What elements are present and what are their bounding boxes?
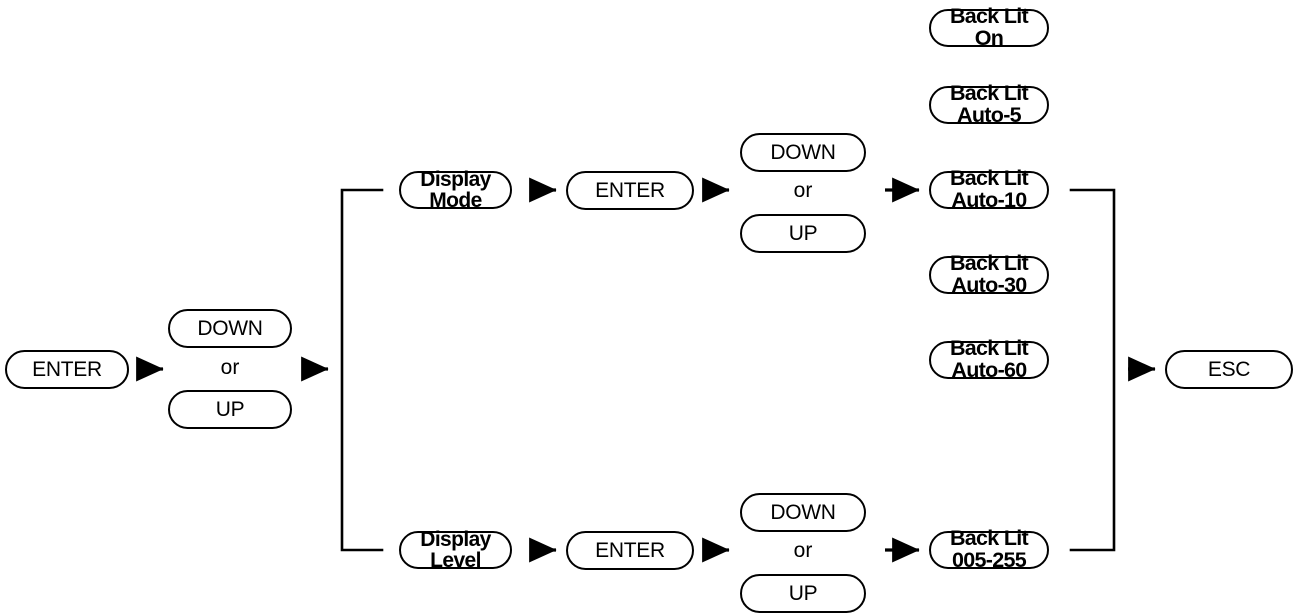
node-start-enter[interactable]: ENTER bbox=[5, 350, 129, 389]
node-nav1-up[interactable]: UP bbox=[168, 390, 292, 429]
node-display-mode[interactable]: Display Mode bbox=[399, 167, 512, 212]
node-label-line1: Back Lit bbox=[949, 81, 1029, 106]
node-label: UP bbox=[788, 221, 818, 245]
node-label-line1: Back Lit bbox=[949, 251, 1029, 276]
node-label: Back Lit 005-255 bbox=[949, 526, 1029, 572]
node-label: Back Lit Auto-5 bbox=[949, 81, 1029, 127]
node-mode-enter[interactable]: ENTER bbox=[566, 171, 694, 210]
node-label-line1: Display bbox=[420, 527, 491, 551]
node-backlit-auto-10[interactable]: Back Lit Auto-10 bbox=[929, 166, 1049, 212]
node-backlit-on[interactable]: Back Lit On bbox=[929, 4, 1049, 50]
node-nav3-up[interactable]: UP bbox=[740, 574, 866, 613]
node-label-line2: Level bbox=[430, 549, 481, 572]
node-esc[interactable]: ESC bbox=[1165, 350, 1293, 389]
node-label-line2: On bbox=[974, 26, 1004, 50]
or-label-nav1: or bbox=[220, 356, 240, 379]
node-label-line2: Auto-5 bbox=[957, 103, 1022, 127]
node-nav3-down[interactable]: DOWN bbox=[740, 493, 866, 532]
node-level-enter[interactable]: ENTER bbox=[566, 531, 694, 570]
node-label: DOWN bbox=[770, 500, 836, 524]
node-backlit-auto-60[interactable]: Back Lit Auto-60 bbox=[929, 336, 1049, 382]
node-label: Back Lit On bbox=[949, 4, 1029, 50]
node-label: UP bbox=[215, 397, 245, 421]
node-label: ENTER bbox=[32, 357, 102, 381]
node-label-line1: Back Lit bbox=[949, 166, 1029, 191]
or-label-nav2: or bbox=[793, 179, 813, 202]
left-branch-bracket bbox=[340, 188, 384, 552]
node-label-line2: Auto-60 bbox=[951, 358, 1027, 382]
node-label-line1: Display bbox=[420, 167, 491, 191]
node-label-line2: Auto-10 bbox=[951, 188, 1027, 212]
node-label-line2: Auto-30 bbox=[951, 273, 1027, 297]
node-nav2-up[interactable]: UP bbox=[740, 214, 866, 253]
node-label: Display Level bbox=[420, 527, 491, 572]
node-label-line1: Back Lit bbox=[949, 4, 1029, 29]
node-label: Back Lit Auto-30 bbox=[949, 251, 1029, 297]
node-label: DOWN bbox=[770, 140, 836, 164]
node-label: DOWN bbox=[197, 316, 263, 340]
node-label-line1: Back Lit bbox=[949, 336, 1029, 361]
node-label: UP bbox=[788, 581, 818, 605]
node-label: Display Mode bbox=[420, 167, 491, 212]
node-label: ENTER bbox=[595, 538, 665, 562]
right-join-bracket bbox=[1069, 188, 1116, 552]
node-display-level[interactable]: Display Level bbox=[399, 527, 512, 572]
node-label: ENTER bbox=[595, 178, 665, 202]
node-backlit-auto-5[interactable]: Back Lit Auto-5 bbox=[929, 81, 1049, 127]
node-backlit-range[interactable]: Back Lit 005-255 bbox=[929, 526, 1049, 572]
or-label-nav3: or bbox=[793, 539, 813, 562]
node-nav2-down[interactable]: DOWN bbox=[740, 133, 866, 172]
node-nav1-down[interactable]: DOWN bbox=[168, 309, 292, 348]
node-label-line1: Back Lit bbox=[949, 526, 1029, 551]
node-label: ESC bbox=[1207, 357, 1251, 381]
node-label: Back Lit Auto-10 bbox=[949, 166, 1029, 212]
node-label-line2: 005-255 bbox=[951, 548, 1027, 572]
node-label-line2: Mode bbox=[429, 189, 482, 212]
node-backlit-auto-30[interactable]: Back Lit Auto-30 bbox=[929, 251, 1049, 297]
node-label: Back Lit Auto-60 bbox=[949, 336, 1029, 382]
